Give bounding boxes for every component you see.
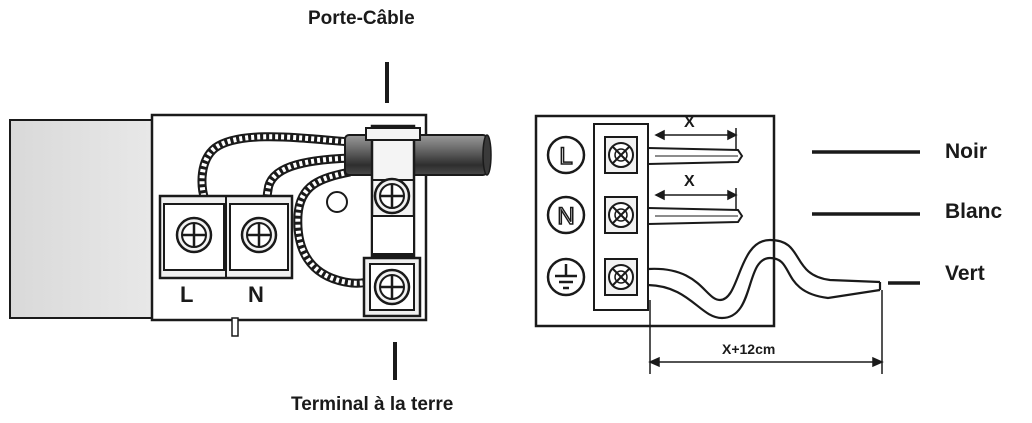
schematic-screw-ground-icon [604, 258, 638, 296]
internal-wires [197, 132, 375, 288]
screw-n-icon [240, 216, 278, 254]
wire-n [647, 207, 744, 225]
strip-length-l-label: X [684, 114, 695, 131]
clamp-screw-icon [373, 177, 411, 215]
ground-screw-icon [373, 268, 411, 306]
line-symbol-icon: L [546, 135, 586, 175]
wire-l [647, 147, 744, 165]
dimension-x-plus-12 [648, 290, 884, 374]
ground-terminal-label: Terminal à la terre [291, 394, 454, 415]
terminal-l-label: L [180, 282, 194, 307]
ground-symbol-icon [546, 257, 586, 297]
mount-hole [326, 191, 348, 213]
strip-length-n-label: X [684, 173, 695, 190]
schematic-screw-n-icon [604, 196, 638, 234]
line-symbol-text: L [559, 143, 572, 170]
neutral-symbol-icon: N [546, 195, 586, 235]
neutral-symbol-text: N [557, 203, 574, 230]
dimension-x-l [654, 128, 738, 150]
screw-l-icon [175, 216, 213, 254]
terminal-n-label: N [248, 282, 264, 307]
cable-holder-label: Porte-Câble [308, 8, 415, 29]
schematic-screw-l-icon [604, 136, 638, 174]
wire-black-label: Noir [945, 140, 987, 163]
wire-green-label: Vert [945, 262, 985, 285]
wire-ground [647, 238, 882, 320]
dimension-x-n [654, 188, 738, 210]
ground-length-label: X+12cm [722, 341, 776, 357]
terminal-block [158, 194, 294, 280]
wire-white-label: Blanc [945, 200, 1003, 223]
